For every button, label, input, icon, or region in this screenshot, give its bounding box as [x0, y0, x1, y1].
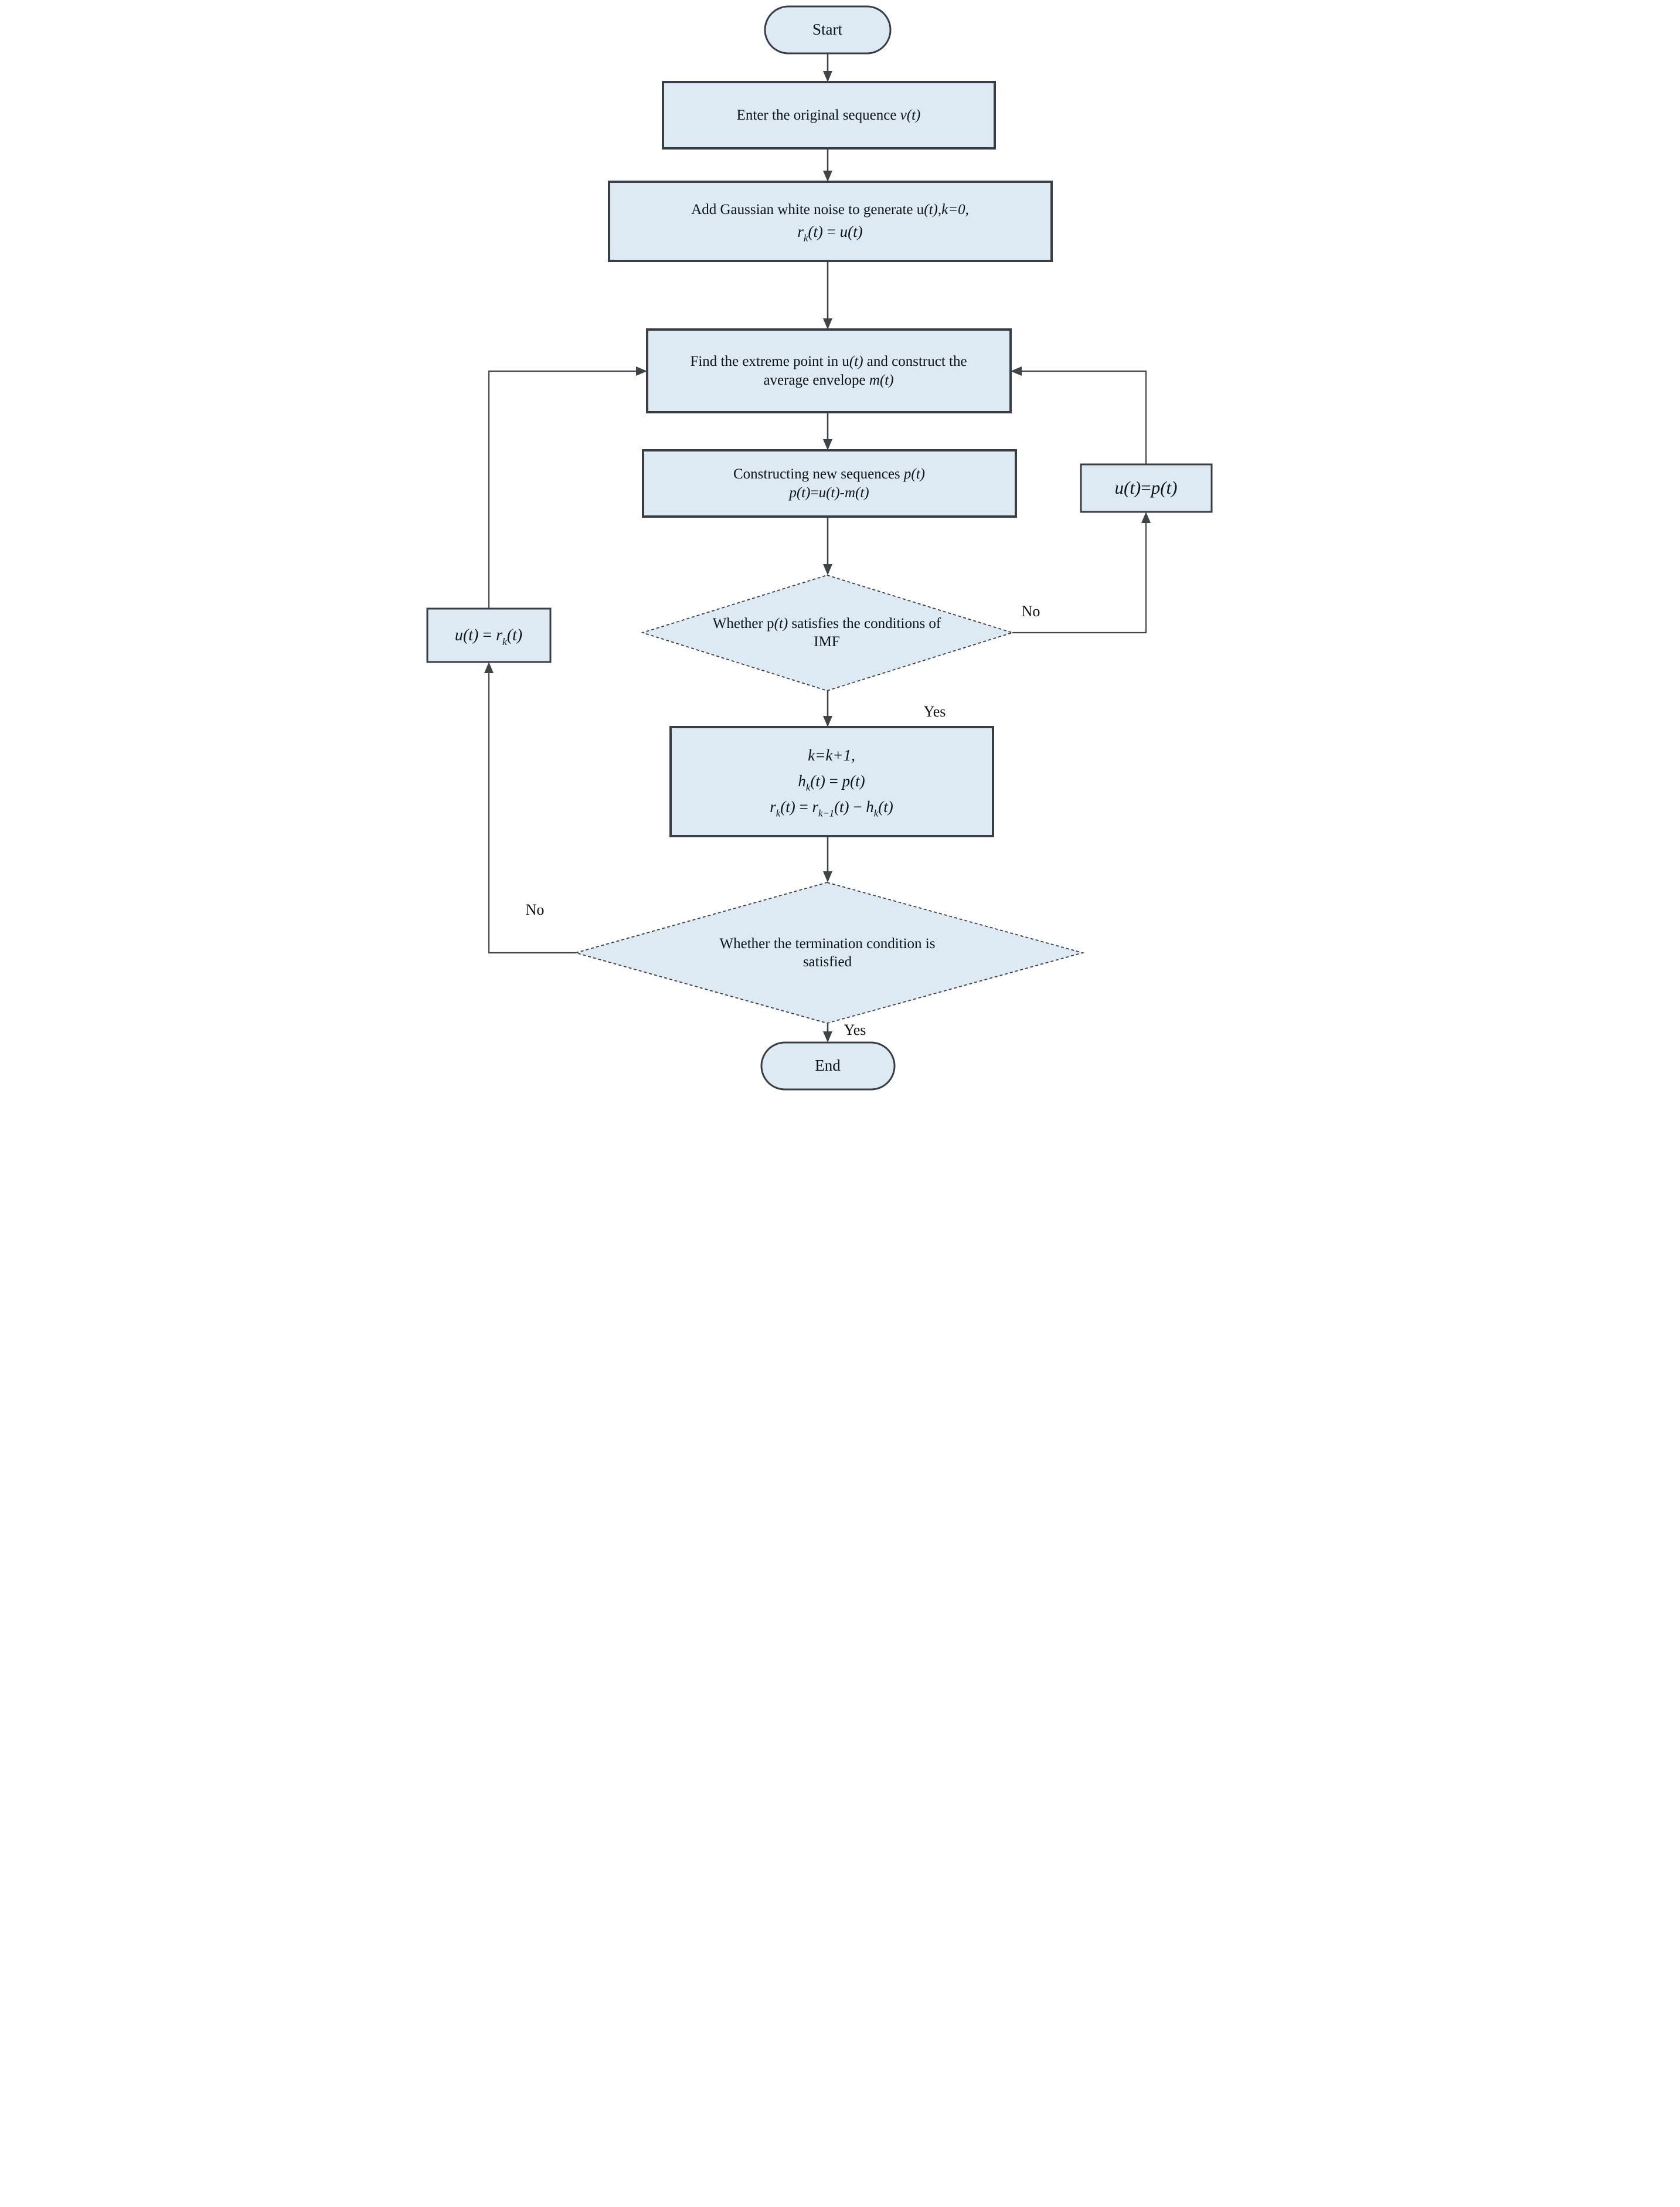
flowchart-graphics [426, 5, 1212, 1091]
k-update-line-3: rk(t) = rk−1(t) − hk(t) [770, 797, 893, 819]
termination-decision-label: Whether the termination condition is sat… [652, 910, 1004, 996]
update-u-r-line: u(t) = rk(t) [454, 626, 523, 647]
arrowhead-term-end [822, 1031, 832, 1043]
update-u-p-line: u(t)=p(t) [1114, 477, 1178, 498]
no-label-imf: No [1021, 603, 1040, 620]
imf-decision-label: Whether p(t) satisfies the conditions of… [651, 590, 1003, 675]
termination-decision-line-2: satisfied [802, 954, 852, 970]
find-extreme-box [645, 328, 1012, 413]
imf-decision-diamond [640, 575, 1014, 691]
flowchart-canvas: Start Enter the original sequence v(t) A… [420, 0, 1260, 1104]
yes-label-imf: Yes [923, 703, 946, 720]
end-node [760, 1041, 895, 1091]
enter-sequence-box [661, 81, 996, 150]
add-noise-box [607, 181, 1053, 262]
edge-term-no-loop [488, 673, 576, 954]
no-label-termination: No [525, 901, 545, 918]
update-u-p-box [1080, 463, 1212, 513]
arrowhead-into-updateur [484, 662, 494, 673]
update-u-r-label: u(t) = rk(t) [427, 609, 550, 662]
find-extreme-line-1: Find the extreme point in u(t) and const… [690, 354, 967, 370]
update-u-r-box [426, 607, 551, 663]
add-noise-label: Add Gaussian white noise to generate u(t… [609, 182, 1052, 261]
termination-decision-line-1: Whether the termination condition is [719, 935, 936, 952]
imf-decision-line-2: IMF [814, 634, 840, 650]
imf-decision-line-1: Whether p(t) satisfies the conditions of [712, 615, 941, 631]
find-extreme-label: Find the extreme point in u(t) and const… [647, 330, 1011, 412]
end-label: End [815, 1057, 841, 1075]
termination-decision-diamond [573, 882, 1084, 1024]
arrowhead-noise-find [822, 318, 832, 330]
construct-sequence-line-2: p(t)=u(t)-m(t) [789, 484, 869, 501]
edge-updateup-find [1021, 370, 1147, 464]
arrowhead-updateup-find [1010, 366, 1022, 376]
arrowhead-find-construct [822, 439, 832, 450]
update-u-p-label: u(t)=p(t) [1081, 464, 1212, 512]
k-update-line-1: k=k+1, [808, 746, 855, 765]
arrowhead-construct-imf [822, 564, 832, 575]
arrowhead-enter-noise [822, 171, 832, 182]
edge-imf-no-loop [1012, 522, 1147, 634]
enter-sequence-label: Enter the original sequence v(t) [663, 82, 995, 148]
construct-sequence-line-1: Constructing new sequences p(t) [733, 466, 925, 483]
arrowhead-imf-kupdate [822, 716, 832, 727]
edge-updateur-find [488, 370, 637, 609]
k-update-line-2: hk(t) = p(t) [798, 772, 865, 793]
arrowhead-kupdate-term [822, 871, 832, 882]
find-extreme-line-2: average envelope m(t) [763, 372, 894, 388]
start-node [764, 5, 891, 55]
enter-sequence-line: Enter the original sequence v(t) [736, 107, 921, 123]
arrowhead-updateur-find [635, 366, 647, 376]
arrowhead-start-enter [822, 71, 832, 82]
arrowhead-into-updateup [1141, 512, 1151, 523]
yes-label-termination: Yes [844, 1021, 866, 1038]
k-update-label: k=k+1, hk(t) = p(t) rk(t) = rk−1(t) − hk… [671, 727, 993, 836]
start-label: Start [812, 21, 842, 39]
construct-sequence-box [641, 449, 1017, 518]
add-noise-line-1: Add Gaussian white noise to generate u(t… [691, 202, 969, 218]
add-noise-line-2: rk(t) = u(t) [797, 223, 863, 244]
construct-sequence-label: Constructing new sequences p(t) p(t)=u(t… [643, 450, 1016, 517]
k-update-box [669, 726, 994, 837]
